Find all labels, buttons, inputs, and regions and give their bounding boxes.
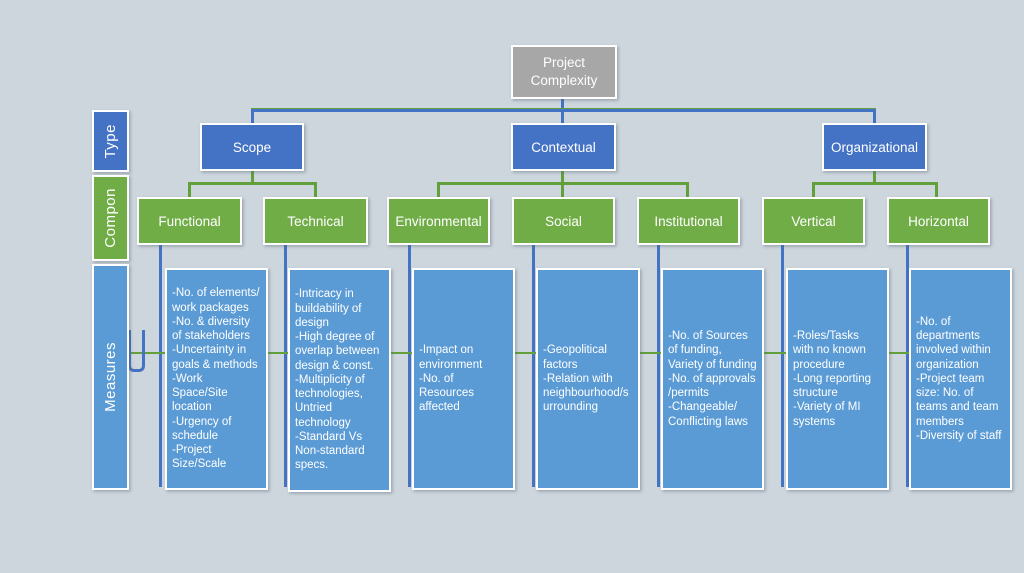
node-component-social-label: Social (545, 213, 582, 229)
connector-drop-horizontal (935, 184, 938, 197)
connector-root-stem (561, 97, 564, 111)
measures-functional-text: -No. of elements/ work packages -No. & d… (172, 287, 260, 471)
connector-measures-bracket (128, 330, 145, 372)
node-component-environmental: Environmental (387, 197, 490, 245)
connector-types-rail (251, 108, 876, 112)
connector-organizational-stem (873, 171, 876, 184)
node-project-complexity: Project Complexity (511, 45, 617, 99)
connector-drop-institutional (686, 184, 689, 197)
measures-institutional-text: -No. of Sources of funding, Variety of f… (668, 330, 757, 428)
node-component-vertical: Vertical (762, 197, 865, 245)
connector-drop-environmental (437, 184, 440, 197)
side-label-type-text: Type (102, 123, 119, 159)
connector-drop-organizational (873, 111, 876, 123)
side-label-measures-text: Measures (102, 342, 119, 412)
measures-environmental-text: -Impact on environment -No. of Resources… (419, 344, 483, 414)
node-type-organizational-label: Organizational (830, 139, 919, 155)
node-component-environmental-label: Environmental (395, 213, 482, 229)
connector-organizational-rail (812, 182, 938, 185)
node-component-technical: Technical (263, 197, 368, 245)
connector-drop-vertical (812, 184, 815, 197)
measures-horizontal: -No. of departments involved within orga… (909, 268, 1012, 490)
side-label-component-text: Compon (102, 188, 119, 248)
side-label-type: Type (92, 110, 129, 172)
connector-contextual-rail (437, 182, 689, 185)
connector-technical-measures (284, 245, 287, 487)
measures-vertical: -Roles/Tasks with no known procedure -Lo… (786, 268, 889, 490)
connector-social-measures (532, 245, 535, 487)
node-component-horizontal-label: Horizontal (908, 213, 969, 229)
node-type-scope-label: Scope (232, 139, 272, 155)
connector-environmental-measures (408, 245, 411, 487)
node-component-horizontal: Horizontal (887, 197, 990, 245)
node-component-vertical-label: Vertical (791, 213, 836, 229)
side-label-component: Compon (92, 175, 129, 261)
connector-drop-functional (188, 184, 191, 197)
node-type-organizational: Organizational (822, 123, 927, 171)
connector-institutional-measures (657, 245, 660, 487)
node-type-scope: Scope (200, 123, 304, 171)
measures-environmental: -Impact on environment -No. of Resources… (412, 268, 515, 490)
connector-scope-rail (188, 182, 317, 185)
connector-vertical-measures (781, 245, 784, 487)
measures-institutional: -No. of Sources of funding, Variety of f… (661, 268, 764, 490)
connector-scope-stem (251, 171, 254, 184)
node-component-functional-label: Functional (158, 213, 221, 229)
connector-drop-scope (251, 111, 254, 123)
connector-drop-contextual (561, 111, 564, 123)
measures-technical-text: -Intricacy in buildability of design -Hi… (295, 288, 380, 472)
measures-functional: -No. of elements/ work packages -No. & d… (165, 268, 268, 490)
node-project-complexity-label: Project Complexity (530, 55, 598, 88)
node-component-social: Social (512, 197, 615, 245)
measures-horizontal-text: -No. of departments involved within orga… (916, 315, 1002, 442)
node-component-technical-label: Technical (287, 213, 344, 229)
node-type-contextual-label: Contextual (531, 139, 596, 155)
measures-vertical-text: -Roles/Tasks with no known procedure -Lo… (793, 330, 871, 428)
side-label-measures: Measures (92, 264, 129, 490)
connector-drop-technical (314, 184, 317, 197)
measures-technical: -Intricacy in buildability of design -Hi… (288, 268, 391, 492)
node-type-contextual: Contextual (511, 123, 616, 171)
connector-horizontal-measures (906, 245, 909, 487)
measures-social-text: -Geopolitical factors -Relation with nei… (543, 344, 629, 414)
node-component-institutional: Institutional (637, 197, 740, 245)
measures-social: -Geopolitical factors -Relation with nei… (536, 268, 640, 490)
node-component-institutional-label: Institutional (654, 213, 723, 229)
connector-functional-measures (159, 245, 162, 487)
node-component-functional: Functional (137, 197, 242, 245)
